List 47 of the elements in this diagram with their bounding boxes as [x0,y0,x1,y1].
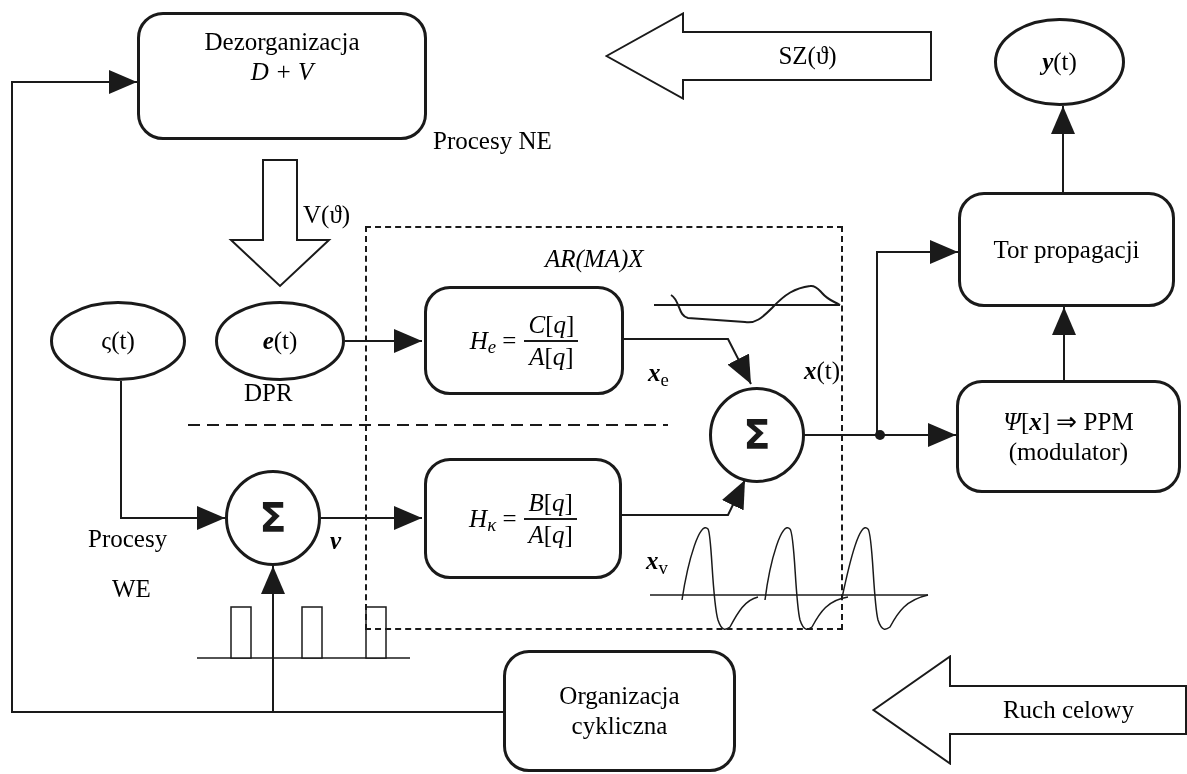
signal-label: x(t) [804,356,841,386]
sigma-symbol: Σ [259,496,287,540]
edge-label: x$_{e}$ [648,358,669,388]
signal-label: ς(t) [101,326,135,356]
sigma-symbol: Σ [743,413,771,457]
signal-ellipse [215,301,345,381]
edge-label: v [330,526,342,556]
arrow-label: SZ(ϑ) [778,41,837,71]
signal-label: x$_{v}$ [646,546,668,576]
box-label: D + V [250,57,314,87]
block-arrow [872,655,1187,765]
process-box [137,12,427,140]
dashed-frame [365,226,843,630]
signal-label: WE [112,574,151,604]
transfer-function-box [424,286,624,395]
process-box [503,650,736,772]
process-box [956,380,1181,493]
block-arrow [605,12,932,100]
arrow [320,506,423,530]
block-arrow [228,159,332,288]
arrow [261,565,504,713]
frame-title: AR(MA)X [545,244,644,274]
numerator: C[q] [524,309,579,342]
transfer-function-box [424,458,622,579]
node-caption: DPR [244,378,293,408]
arrow [344,329,423,353]
signal-label: y(t) [1042,47,1077,77]
arrow [1051,105,1075,193]
denominator: A[q] [529,341,574,372]
arrow [1052,306,1076,381]
numerator: B[q] [524,487,577,520]
box-label: Ψ[x] ⇒ PPM (modulator) [1002,406,1135,467]
box-label: Organizacja cykliczna [558,681,681,741]
transfer-function-lhs: H$_{e}$ = [469,325,517,356]
arrow [120,380,226,530]
transfer-function-lhs: H$_{κ}$ = [469,503,517,534]
signal-label: Procesy [88,524,168,554]
arrow-label: Ruch celowy [1002,695,1135,725]
box-label: Dezorganizacja [204,27,360,57]
process-box [958,192,1175,307]
signal-ellipse [994,18,1125,106]
signal-ellipse [50,301,186,381]
edge-label: V(ϑ) [303,200,351,230]
box-label: Tor propagacji [993,234,1140,265]
node-caption: Procesy NE [433,126,552,156]
signal-label: e(t) [262,326,298,356]
denominator: A[q] [528,519,573,550]
